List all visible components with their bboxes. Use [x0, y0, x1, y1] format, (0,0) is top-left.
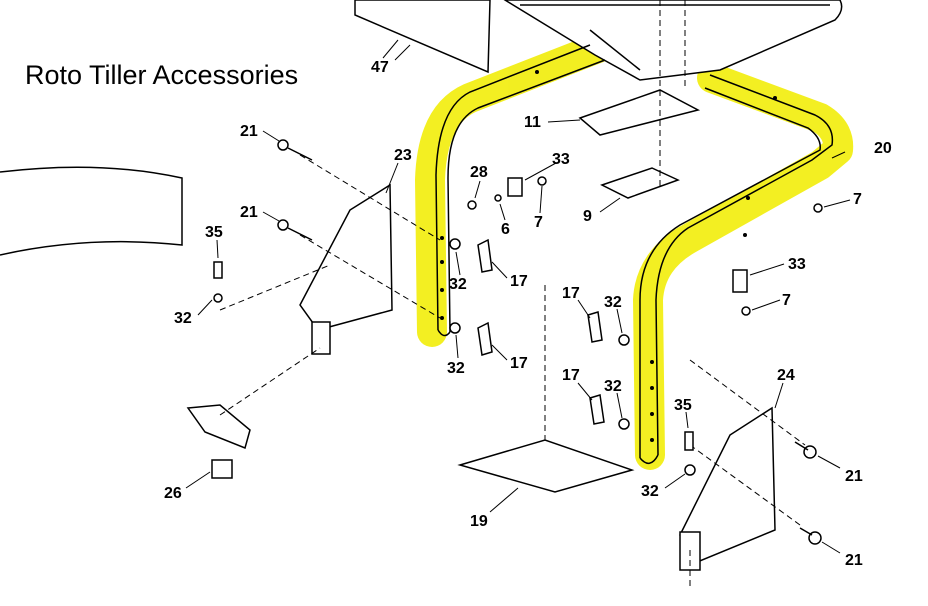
label-26: 26 — [164, 485, 182, 502]
label-17-b: 17 — [510, 355, 528, 372]
label-9: 9 — [583, 208, 592, 225]
label-21-d: 21 — [845, 552, 863, 569]
label-32-left: 32 — [174, 310, 192, 327]
label-6: 6 — [501, 221, 510, 238]
label-20: 20 — [874, 140, 892, 157]
label-11: 11 — [524, 114, 541, 131]
hopper — [503, 0, 843, 81]
handlebar-highlight — [415, 33, 854, 470]
label-7-lower: 7 — [782, 292, 791, 309]
label-17-d: 17 — [562, 367, 580, 384]
label-28: 28 — [470, 164, 488, 181]
label-21-c: 21 — [845, 468, 863, 485]
label-32-right: 32 — [641, 483, 659, 500]
handlebar-left — [435, 44, 606, 337]
label-32-b: 32 — [447, 360, 465, 377]
label-23: 23 — [394, 147, 412, 164]
diagram-title: Roto Tiller Accessories — [25, 60, 299, 90]
label-35-left: 35 — [205, 224, 223, 241]
part-9-plate — [600, 167, 680, 199]
label-33-top: 33 — [552, 151, 570, 168]
part-19-foot — [457, 439, 635, 493]
label-21-b: 21 — [240, 204, 258, 221]
hardware — [213, 139, 823, 545]
label-47: 47 — [371, 59, 389, 76]
label-21-a: 21 — [240, 123, 258, 140]
handlebar-right — [639, 74, 834, 464]
shield-panel — [0, 166, 183, 256]
handlebar-right-holes — [650, 96, 777, 442]
leader-lines — [185, 39, 851, 554]
label-17-c: 17 — [562, 285, 580, 302]
label-33-right: 33 — [788, 256, 806, 273]
part-47-plate — [354, 0, 491, 74]
label-17-a: 17 — [510, 273, 528, 290]
part-11-bracket — [578, 89, 701, 136]
label-32-d: 32 — [604, 378, 622, 395]
label-24: 24 — [777, 367, 795, 384]
label-35-right: 35 — [674, 397, 692, 414]
label-7-right: 7 — [853, 191, 862, 208]
guide-lines — [219, 0, 806, 590]
part-23-plate — [299, 183, 393, 331]
part-26-bracket — [186, 404, 251, 450]
handlebar-left-holes — [440, 70, 539, 320]
label-19: 19 — [470, 513, 488, 530]
label-7-top: 7 — [534, 214, 543, 231]
label-32-a: 32 — [449, 276, 467, 293]
label-32-c: 32 — [604, 294, 622, 311]
